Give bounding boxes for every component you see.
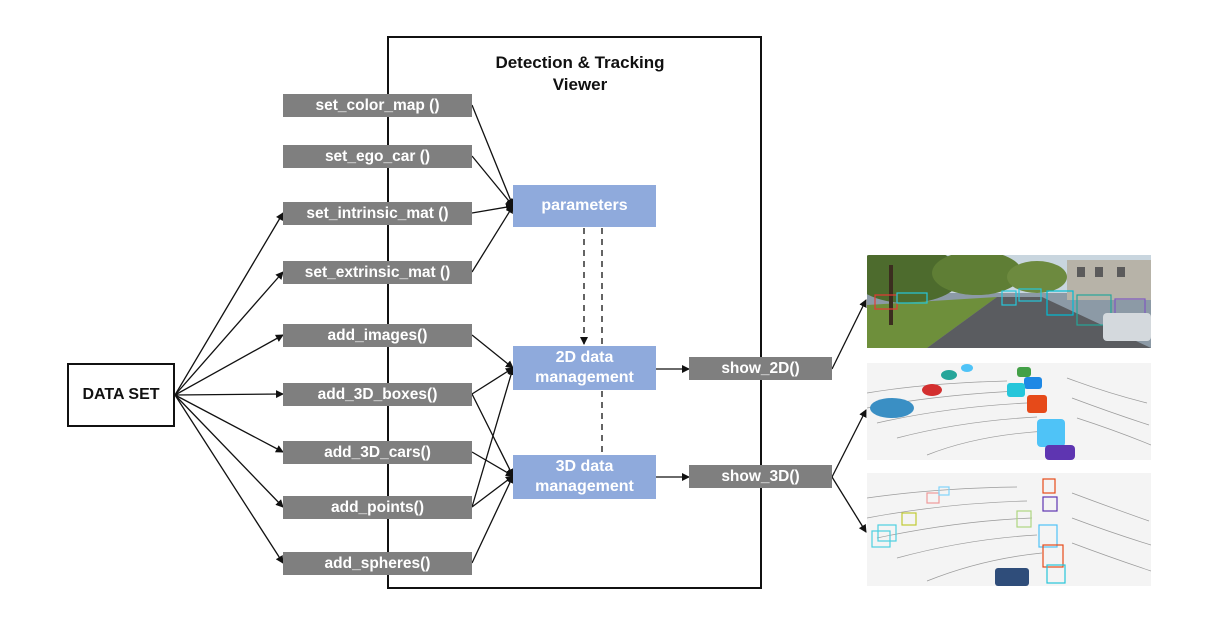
arrow-extrinsic-to-parameters bbox=[471, 205, 514, 273]
dataset-box: DATA SET bbox=[67, 363, 175, 427]
data-3d-management-box: 3D data management bbox=[513, 455, 656, 499]
parameters-label: parameters bbox=[541, 197, 628, 214]
viewer-title-line1: Detection & Tracking bbox=[495, 53, 665, 72]
point-cloud-boxes-icon bbox=[867, 473, 1151, 586]
set-color-map-box: set_color_map () bbox=[283, 94, 472, 117]
arrow-dataset-to-add-3d-boxes bbox=[174, 390, 284, 399]
add-spheres-box: add_spheres() bbox=[283, 552, 472, 575]
arrow-points-to-2d bbox=[471, 367, 515, 508]
street-photo-icon bbox=[867, 255, 1151, 348]
point-cloud-cars-icon bbox=[867, 363, 1151, 460]
mgmt2d-line1: 2D data bbox=[555, 349, 614, 366]
parameters-box: parameters bbox=[513, 185, 656, 227]
arrow-show2d-to-image-panel bbox=[831, 299, 867, 370]
arrow-cars-to-3d bbox=[471, 451, 514, 477]
viewer-frame bbox=[387, 36, 762, 589]
cars-pointcloud-panel bbox=[867, 363, 1151, 460]
arrow-dataset-to-set-extrinsic bbox=[174, 271, 284, 396]
show-3d-box: show_3D() bbox=[689, 465, 832, 488]
viewer-title: Detection & Tracking Viewer bbox=[470, 52, 690, 96]
arrow-boxes-to-3d bbox=[471, 393, 514, 477]
set-intrinsic-mat-box: set_intrinsic_mat () bbox=[283, 202, 472, 225]
data-2d-management-box: 2D data management bbox=[513, 346, 656, 390]
arrow-dataset-to-add-images bbox=[174, 334, 284, 396]
add-3d-cars-box: add_3D_cars() bbox=[283, 441, 472, 464]
arrow-dataset-to-add-spheres bbox=[174, 394, 284, 564]
arrow-boxes-to-2d bbox=[471, 367, 514, 395]
mgmt3d-line1: 3D data bbox=[555, 458, 614, 475]
arrow-dataset-to-add-points bbox=[174, 394, 284, 508]
set-extrinsic-mat-box: set_extrinsic_mat () bbox=[283, 261, 472, 284]
arrow-dataset-to-set-intrinsic bbox=[174, 212, 284, 396]
add-3d-boxes-box: add_3D_boxes() bbox=[283, 383, 472, 406]
arrow-ego-car-to-parameters bbox=[471, 155, 514, 207]
add-points-box: add_points() bbox=[283, 496, 472, 519]
mgmt3d-line2: management bbox=[535, 478, 634, 495]
camera-image-panel bbox=[867, 255, 1151, 348]
mgmt2d-line2: management bbox=[535, 369, 634, 386]
arrow-spheres-to-3d bbox=[471, 475, 514, 564]
boxes-pointcloud-panel bbox=[867, 473, 1151, 586]
viewer-title-line2: Viewer bbox=[552, 75, 608, 94]
arrow-show3d-to-cars-panel bbox=[831, 409, 867, 478]
add-images-box: add_images() bbox=[283, 324, 472, 347]
arrow-images-to-2d bbox=[471, 334, 514, 369]
show-2d-box: show_2D() bbox=[689, 357, 832, 380]
set-ego-car-box: set_ego_car () bbox=[283, 145, 472, 168]
arrow-points-to-3d bbox=[471, 475, 514, 508]
arrow-show3d-to-boxes-panel bbox=[831, 476, 867, 533]
arrow-dataset-to-add-3d-cars bbox=[174, 394, 284, 453]
arrow-color-map-to-parameters bbox=[471, 104, 515, 207]
